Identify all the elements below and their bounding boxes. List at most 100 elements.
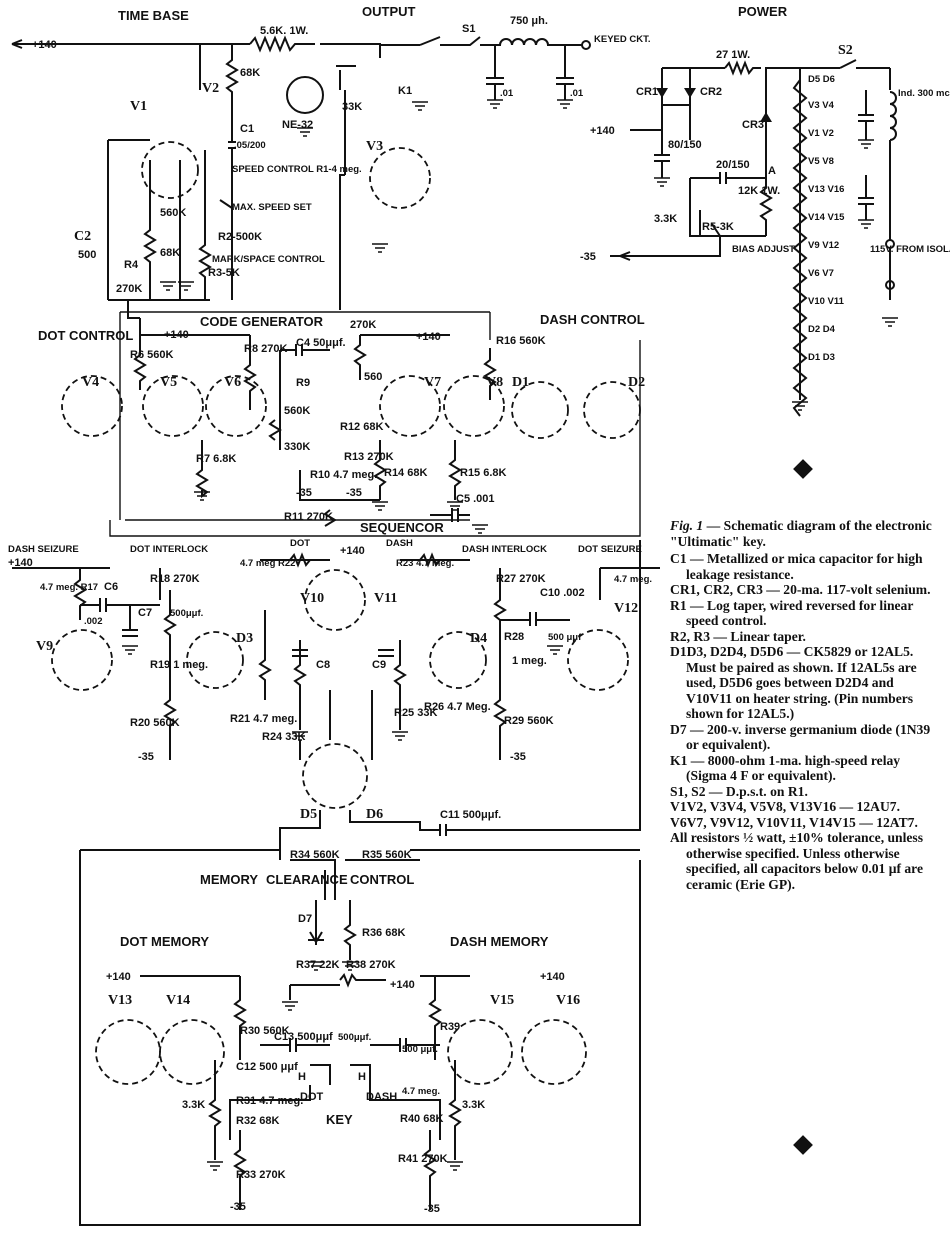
section-dot-seizure: DOT SEIZURE — [578, 544, 642, 555]
label-choke: 750 μh. — [510, 15, 548, 27]
label-r27b: R27 270K — [496, 573, 546, 585]
label-r40: R40 68K — [400, 1113, 443, 1125]
tube-v5 — [142, 375, 204, 437]
label-r68k: 68K — [240, 67, 260, 79]
label-minus35-mem-b: -35 — [424, 1203, 440, 1215]
tube-v1-v2 — [141, 141, 199, 199]
power-supply-circuit — [610, 59, 899, 417]
label-key-dot: DOT — [300, 1091, 324, 1103]
section-sequencer: SEQUENCOR — [360, 520, 444, 535]
label-c11: C11 500μμf. — [440, 809, 501, 821]
label-r27: 27 1W. — [716, 49, 750, 61]
label-plus140-seq-b: +140 — [340, 545, 365, 557]
label-minus35-seq-a: -35 — [138, 751, 154, 763]
tube-v9 — [51, 629, 113, 691]
label-v11: V11 — [374, 591, 397, 606]
heater-label: V3 V4 — [808, 100, 835, 111]
label-d2: D2 — [628, 375, 645, 390]
tube-v8 — [443, 375, 505, 437]
label-c2: C2 — [74, 229, 91, 244]
label-r7: R7 6.8K — [196, 453, 236, 465]
label-keyed: KEYED CKT. — [594, 34, 650, 45]
label-r39: R39 — [440, 1021, 460, 1033]
label-r3: R3-5K — [208, 267, 240, 279]
label-r5: R5-3K — [702, 221, 734, 233]
label-c4: C4 50μμf. — [296, 337, 346, 349]
label-r33k-mem-a: 3.3K — [182, 1099, 205, 1111]
label-r47meg: 4.7 meg. — [614, 574, 652, 585]
figure-caption-text: — Schematic diagram of the electronic "U… — [670, 518, 932, 549]
label-c500c: 500μμf. — [338, 1032, 371, 1043]
label-d3: D3 — [236, 631, 253, 646]
label-plus140-seq: +140 — [8, 557, 33, 569]
label-d1: D1 — [512, 375, 529, 390]
tube-v13 — [95, 1019, 161, 1085]
label-v16: V16 — [556, 993, 580, 1008]
label-dash-small: DASH — [386, 538, 413, 549]
label-r560k: 560K — [160, 207, 186, 219]
label-from-iso: 115V. FROM ISOLATION TRANS-FORMER — [870, 244, 950, 255]
label-s1: S1 — [462, 23, 475, 35]
label-r21: R21 4.7 meg. — [230, 713, 297, 725]
label-r19: R19 1 meg. — [150, 659, 208, 671]
label-plus140-mem-b: +140 — [390, 979, 415, 991]
section-dot-memory: DOT MEMORY — [120, 934, 209, 949]
label-h-b: H — [358, 1071, 366, 1083]
label-k1: K1 — [398, 85, 412, 97]
label-cr2: CR2 — [700, 86, 722, 98]
label-r56k: 5.6K. 1W. — [260, 25, 308, 37]
label-minus35-power: -35 — [580, 251, 596, 263]
label-dot-small: DOT — [290, 538, 310, 549]
mains-terminal-b — [885, 280, 895, 290]
label-c7: C7 — [138, 607, 152, 619]
label-r32: R32 68K — [236, 1115, 279, 1127]
section-key: KEY — [326, 1112, 353, 1127]
figure-notes: Fig. 1 — Schematic diagram of the electr… — [670, 518, 940, 892]
label-bias: BIAS ADJUST — [732, 244, 795, 255]
heater-label: V14 V15 — [808, 212, 845, 223]
label-r25: R25 33K — [394, 707, 437, 719]
label-r18: R18 270K — [150, 573, 200, 585]
label-v14: V14 — [166, 993, 190, 1008]
heater-label: V10 V11 — [808, 296, 845, 307]
parts-list-item: D1D3, D2D4, D5D6 — CK5829 or 12AL5. Must… — [670, 644, 917, 721]
label-v3: V3 — [366, 139, 383, 154]
memory-circuit — [140, 973, 470, 1210]
section-dash-control: DASH CONTROL — [540, 312, 645, 327]
label-v2: V2 — [202, 81, 219, 96]
label-d4: D4 — [470, 631, 487, 646]
section-dot-interlock: DOT INTERLOCK — [130, 544, 208, 555]
sequencer-circuit — [12, 340, 660, 760]
keyed-terminal — [581, 40, 591, 50]
label-plus140-power: +140 — [590, 125, 615, 137]
output-line — [380, 36, 582, 46]
parts-list-item: R2, R3 — Linear taper. — [670, 628, 806, 644]
section-clearance: CLEARANCE — [266, 872, 348, 887]
tube-v6 — [205, 375, 267, 437]
label-markspace: MARK/SPACE CONTROL — [212, 254, 325, 265]
label-r23: R23 4.7 meg. — [396, 558, 454, 569]
time-base-circuit — [11, 35, 429, 350]
label-v4: V4 — [82, 375, 99, 390]
heater-label: D5 D6 — [808, 74, 835, 85]
label-v1: V1 — [130, 99, 147, 114]
label-plus140-mem-c: +140 — [540, 971, 565, 983]
label-r4: R4 — [124, 259, 139, 271]
heater-string-labels: D5 D6 V3 V4 V1 V2 V5 V8 V13 V16 V14 V15 … — [808, 74, 845, 363]
label-h-a: H — [298, 1071, 306, 1083]
label-ind: Ind. 300 mc. — [898, 88, 950, 99]
section-dot-control: DOT CONTROL — [38, 328, 133, 343]
label-r30: R30 560K — [240, 1025, 290, 1037]
heater-label: D2 D4 — [808, 324, 836, 335]
label-d7: D7 — [298, 913, 312, 925]
section-time-base: TIME BASE — [118, 8, 189, 23]
heater-label: V5 V8 — [808, 156, 834, 167]
label-maxspeed: MAX. SPEED SET — [232, 202, 312, 213]
label-v12: V12 — [614, 601, 638, 616]
label-key-dash: DASH — [366, 1091, 397, 1103]
label-c6: C6 — [104, 581, 118, 593]
label-c500: 500μμf. — [170, 608, 203, 619]
ne32-lamp — [286, 76, 324, 114]
tube-v7 — [379, 375, 441, 437]
